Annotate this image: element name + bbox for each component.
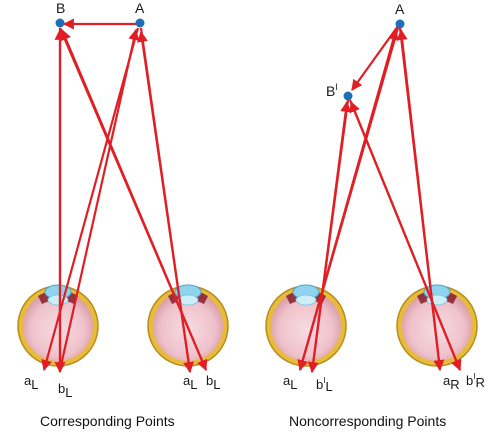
point-bprime-label: BI: [326, 82, 338, 99]
eye2-bprimeR-label: bIR: [466, 372, 485, 390]
noncorresponding-panel: A BI aL bIL aR bIR Noncorresponding Poin…: [265, 1, 485, 429]
point-bprime: [343, 91, 353, 101]
ray-eye1-to-a: [58, 28, 140, 371]
point-a-label: A: [135, 0, 145, 16]
ray-eye2-to-b: [60, 28, 208, 371]
ray-eye1-to-bprime: [310, 100, 352, 373]
point-a-right-label: A: [395, 1, 405, 17]
point-a-right: [395, 19, 405, 29]
eye2-aR-label: aR: [443, 373, 460, 392]
point-b: [55, 18, 65, 28]
eye2-aL-label: aL: [183, 373, 197, 392]
point-a: [135, 18, 145, 28]
right-eye-2: [396, 284, 478, 367]
corresponding-panel: B A aL bL aL bL Corresponding Points: [17, 0, 229, 429]
eye1-aL-right-label: aL: [283, 373, 297, 392]
ray-eye2-to-a: [396, 28, 442, 371]
ray-eye1-to-a: [298, 28, 399, 371]
caption-corresponding: Corresponding Points: [40, 413, 175, 429]
eye1-bprimeL-label: bIL: [316, 376, 333, 394]
ray-a-to-bprime: [351, 25, 399, 91]
right-eye-1: [265, 284, 347, 367]
eye1-aL-label: aL: [24, 373, 38, 392]
ray-eye2-to-bprime: [349, 100, 462, 371]
eye2-bL-label: bL: [206, 373, 220, 392]
caption-noncorresponding: Noncorresponding Points: [289, 413, 446, 429]
point-b-label: B: [56, 0, 65, 16]
eye1-bL-label: bL: [58, 381, 72, 400]
left-eye-1: [17, 284, 99, 367]
